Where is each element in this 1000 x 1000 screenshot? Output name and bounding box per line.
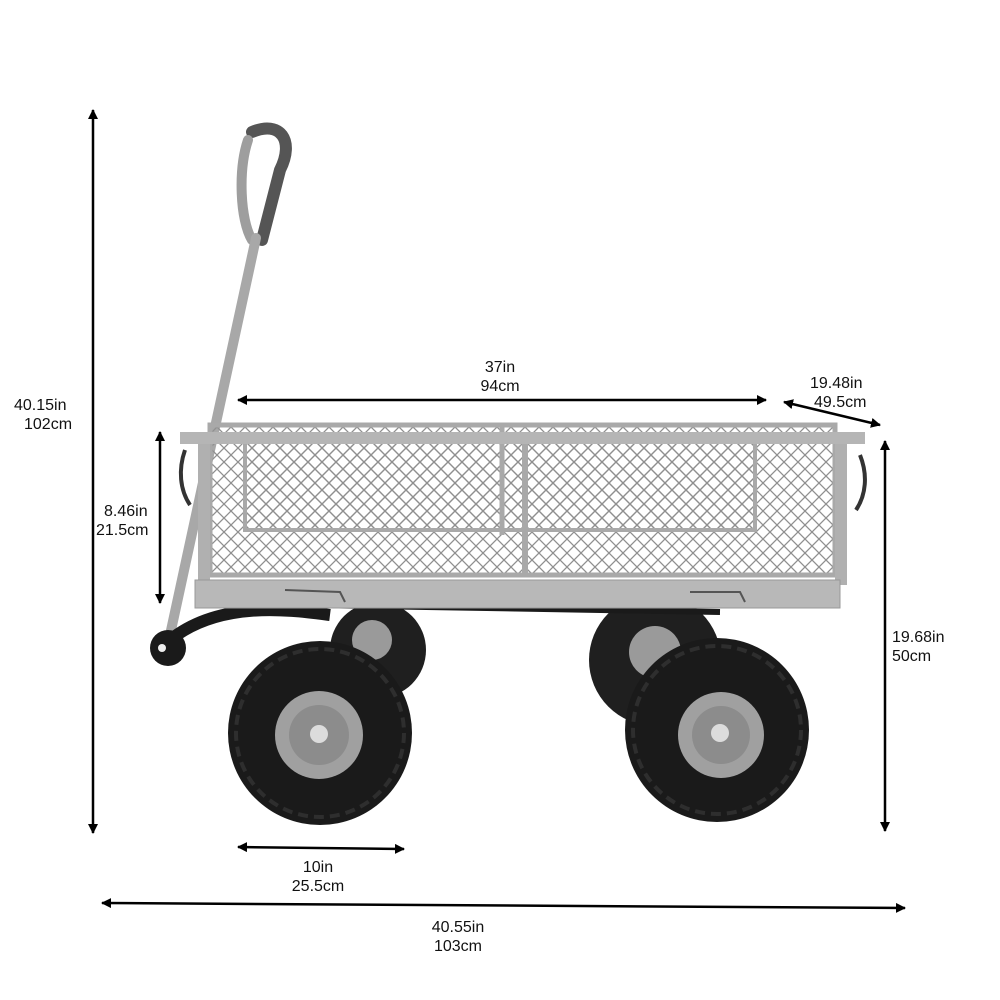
- bed-width-in: 19.48in: [810, 375, 863, 392]
- wheel-diameter-in: 10in: [302, 859, 334, 876]
- bed-height-in: 19.68in: [892, 629, 945, 646]
- arrow-overall-length: [101, 898, 906, 913]
- bed-length-in: 37in: [484, 359, 516, 376]
- side-height-in: 8.46in: [104, 503, 148, 520]
- overall-length-in: 40.55in: [431, 919, 485, 936]
- front-wheel-right: [625, 638, 809, 822]
- bed-length-cm: 94cm: [480, 378, 520, 395]
- side-height-cm: 21.5cm: [96, 522, 149, 539]
- front-wheel-left: [228, 641, 412, 825]
- label-overall-height: 40.15in 102cm: [14, 396, 72, 434]
- label-bed-height: 19.68in 50cm: [892, 628, 945, 666]
- label-bed-length: 37in 94cm: [480, 358, 519, 396]
- label-side-height: 8.46in 21.5cm: [96, 502, 148, 540]
- arrow-wheel-diameter: [237, 842, 405, 854]
- label-bed-width: 19.48in 49.5cm: [810, 374, 866, 412]
- bed-height-cm: 50cm: [892, 648, 932, 665]
- overall-height-cm: 102cm: [24, 416, 73, 433]
- bed-width-cm: 49.5cm: [814, 394, 867, 411]
- label-wheel-diameter: 10in 25.5cm: [292, 858, 344, 896]
- label-overall-length: 40.55in 103cm: [432, 918, 485, 956]
- overall-length-cm: 103cm: [433, 938, 483, 955]
- wheel-diameter-cm: 25.5cm: [291, 878, 345, 895]
- arrow-bed-width: [783, 399, 881, 428]
- dimension-arrows: [88, 109, 906, 913]
- overall-height-in: 40.15in: [14, 397, 67, 414]
- wagon-bed: [178, 422, 867, 609]
